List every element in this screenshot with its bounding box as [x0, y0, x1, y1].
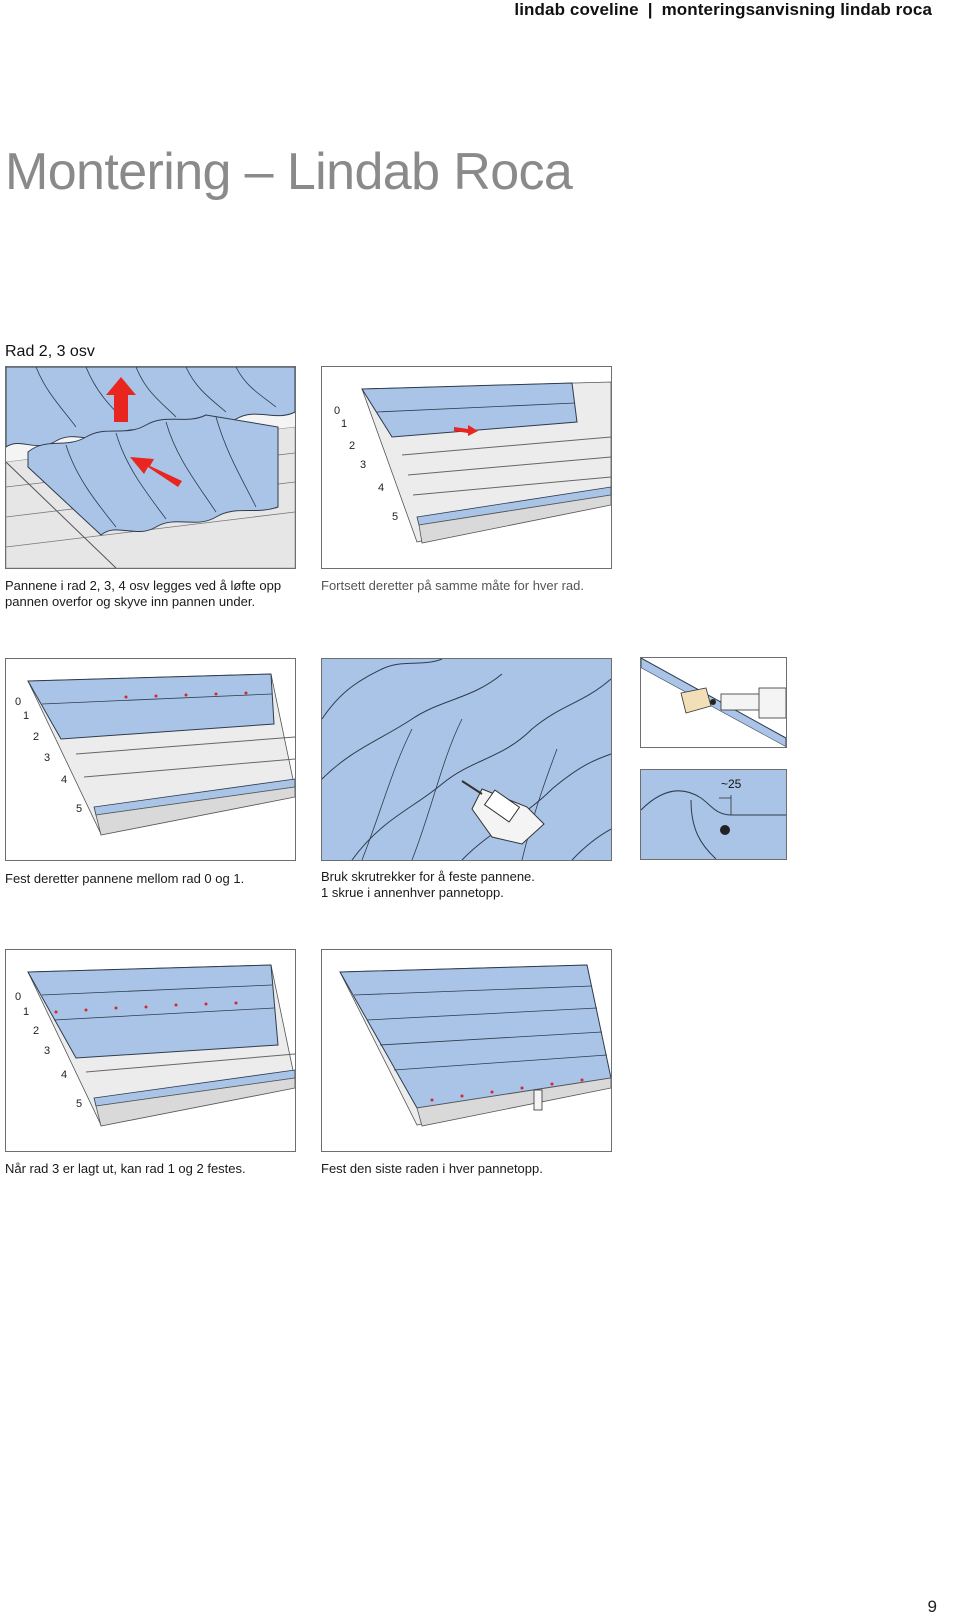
row-label-4: 4	[61, 774, 67, 786]
caption-line: Pannene i rad 2, 3, 4 osv legges ved å l…	[5, 578, 282, 593]
caption-line: Bruk skrutrekker for å feste pannene.	[321, 869, 535, 884]
section-subtitle: Rad 2, 3 osv	[5, 343, 95, 360]
row-label-0: 0	[15, 696, 21, 708]
caption-line: Fest den siste raden i hver pannetopp.	[321, 1161, 543, 1176]
row-label-3: 3	[44, 752, 50, 764]
dimension-label: ~25	[721, 777, 742, 791]
caption-step-3: Fest deretter pannene mellom rad 0 og 1.	[5, 871, 244, 887]
row-label-1: 1	[23, 710, 29, 722]
row-label-2: 2	[33, 1025, 39, 1037]
caption-step-6: Fest den siste raden i hver pannetopp.	[321, 1161, 543, 1177]
caption-step-2: Fortsett deretter på samme måte for hver…	[321, 578, 584, 594]
illustration-screwdriver	[321, 658, 612, 861]
row-label-3: 3	[44, 1045, 50, 1057]
row-label-5: 5	[392, 511, 398, 523]
lift-arrow-icon	[106, 377, 136, 422]
caption-line: Når rad 3 er lagt ut, kan rad 1 og 2 fes…	[5, 1161, 246, 1176]
screw-icon	[720, 825, 730, 835]
caption-line: 1 skrue i annenhver pannetopp.	[321, 884, 504, 900]
illustration-fasten-last-row	[321, 949, 612, 1152]
caption-step-1: Pannene i rad 2, 3, 4 osv legges ved å l…	[5, 578, 281, 609]
row-label-0: 0	[334, 405, 340, 417]
row-label-5: 5	[76, 1098, 82, 1110]
row-label-4: 4	[378, 482, 384, 494]
illustration-screw-detail-bottom: ~25	[640, 769, 787, 860]
header-separator: |	[647, 0, 653, 19]
header-brand: lindab coveline	[514, 0, 639, 19]
illustration-screw-detail-top	[640, 657, 787, 748]
row-label-0: 0	[15, 991, 21, 1003]
row-label-2: 2	[349, 440, 355, 452]
illustration-fasten-rows-1-2: 0 1 2 3 4 5	[5, 949, 296, 1152]
caption-line: Fortsett deretter på samme måte for hver…	[321, 578, 584, 593]
row-label-1: 1	[23, 1006, 29, 1018]
row-label-5: 5	[76, 803, 82, 815]
slide-arrow-icon	[454, 425, 478, 436]
push-arrow-icon	[130, 457, 182, 487]
row-label-4: 4	[61, 1069, 67, 1081]
caption-line: Fest deretter pannene mellom rad 0 og 1.	[5, 871, 245, 886]
page-header: lindab coveline | monteringsanvisning lind…	[514, 0, 932, 20]
screwdriver-icon	[461, 780, 545, 845]
caption-step-4: Bruk skrutrekker for å feste pannene. 1 …	[321, 869, 535, 900]
caption-step-5: Når rad 3 er lagt ut, kan rad 1 og 2 fes…	[5, 1161, 246, 1177]
page-number: 9	[927, 1597, 937, 1616]
page-title: Montering – Lindab Roca	[5, 143, 573, 201]
illustration-fasten-row-0-1: 0 1 2 3 4 5	[5, 658, 296, 861]
caption-line: pannen overfor og skyve inn pannen under…	[5, 593, 256, 609]
illustration-lift-tiles	[5, 366, 296, 569]
row-label-3: 3	[360, 459, 366, 471]
lower-tile-row	[27, 414, 279, 536]
row-label-1: 1	[341, 418, 347, 430]
row-label-2: 2	[33, 731, 39, 743]
illustration-continue-rows: 0 1 2 3 4 5	[321, 366, 612, 569]
header-section: monteringsanvisning lindab roca	[661, 0, 932, 19]
